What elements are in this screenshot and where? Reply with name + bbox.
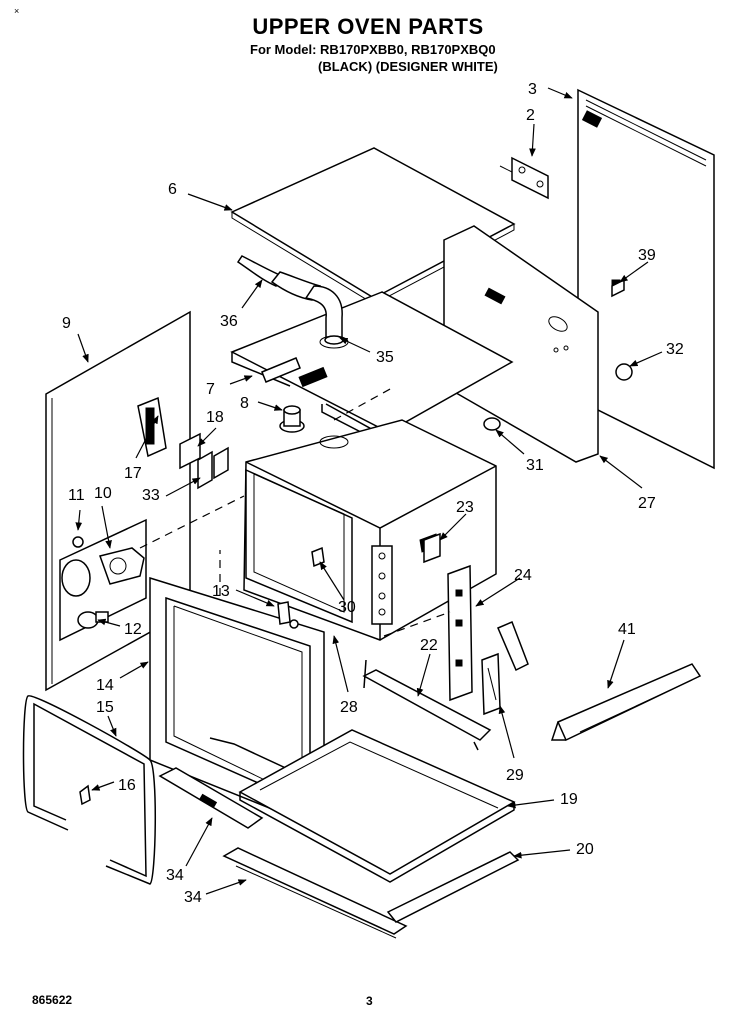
callout-22: 22 xyxy=(420,637,438,654)
callout-20: 20 xyxy=(576,841,594,858)
part-lower-panel xyxy=(222,847,408,939)
part-light xyxy=(61,536,145,629)
callout-31: 33 xyxy=(142,487,160,504)
callout-35: 35 xyxy=(376,349,394,366)
part-small-hardware xyxy=(311,278,633,568)
callout-8: 9 xyxy=(62,315,71,332)
part-switches xyxy=(179,432,229,490)
callout-23: 23 xyxy=(456,499,474,516)
callout-17: 17 xyxy=(124,465,142,482)
page-number: 3 xyxy=(366,994,373,1008)
part-kick-strip xyxy=(158,767,264,829)
callout-15: 15 xyxy=(96,699,114,716)
part-front-frame xyxy=(149,576,325,832)
callout-13: 13 xyxy=(212,583,230,600)
part-trim xyxy=(550,663,702,742)
callout-30: 31 xyxy=(526,457,544,474)
part-door-hinge xyxy=(481,621,529,716)
callout-9: 8 xyxy=(240,395,249,412)
callout-34: 34 xyxy=(184,889,202,906)
callout-33: 34 xyxy=(166,867,184,884)
drawing-code: 865622 xyxy=(32,993,73,1007)
page-title: UPPER OVEN PARTS xyxy=(252,14,484,39)
callout-7: 7 xyxy=(206,381,215,398)
callout-11: 11 xyxy=(68,487,85,504)
part-gasket xyxy=(22,695,156,885)
callout-10: 10 xyxy=(94,485,112,502)
callout-32: 32 xyxy=(666,341,684,358)
callout-41: 41 xyxy=(618,621,636,638)
callout-27: 28 xyxy=(340,699,358,716)
part-bottom-strip xyxy=(386,851,520,923)
callout-26: 27 xyxy=(638,495,656,512)
callout-18: 18 xyxy=(206,409,224,426)
color-line: (BLACK) (DESIGNER WHITE) xyxy=(318,59,498,74)
callout-39: 39 xyxy=(638,247,656,264)
callout-28: 29 xyxy=(506,767,524,784)
part-clip xyxy=(277,601,299,629)
part-hinge-strip xyxy=(447,564,473,702)
callout-labels: 3 2 6 9 7 8 36 35 39 32 31 27 17 18 33 1… xyxy=(62,81,684,906)
callout-6: 6 xyxy=(168,181,177,198)
callout-14: 14 xyxy=(96,677,114,694)
callout-19: 19 xyxy=(560,791,578,808)
corner-mark: × xyxy=(14,6,20,16)
callout-16: 16 xyxy=(118,777,136,794)
leader-lines xyxy=(75,87,663,895)
part-thermostat xyxy=(279,405,349,449)
model-line: For Model: RB170PXBB0, RB170PXBQ0 xyxy=(250,42,496,57)
part-bracket xyxy=(499,156,549,200)
callout-3: 3 xyxy=(528,81,537,98)
callout-36: 36 xyxy=(220,313,238,330)
part-oven-cavity xyxy=(243,419,497,641)
part-small-bracket xyxy=(423,532,441,564)
dashed-guides xyxy=(139,387,451,637)
callout-12: 12 xyxy=(124,621,142,638)
callout-2: 2 xyxy=(526,107,535,124)
part-rail xyxy=(362,659,492,751)
callout-29: 30 xyxy=(338,599,356,616)
callout-24: 24 xyxy=(514,567,532,584)
